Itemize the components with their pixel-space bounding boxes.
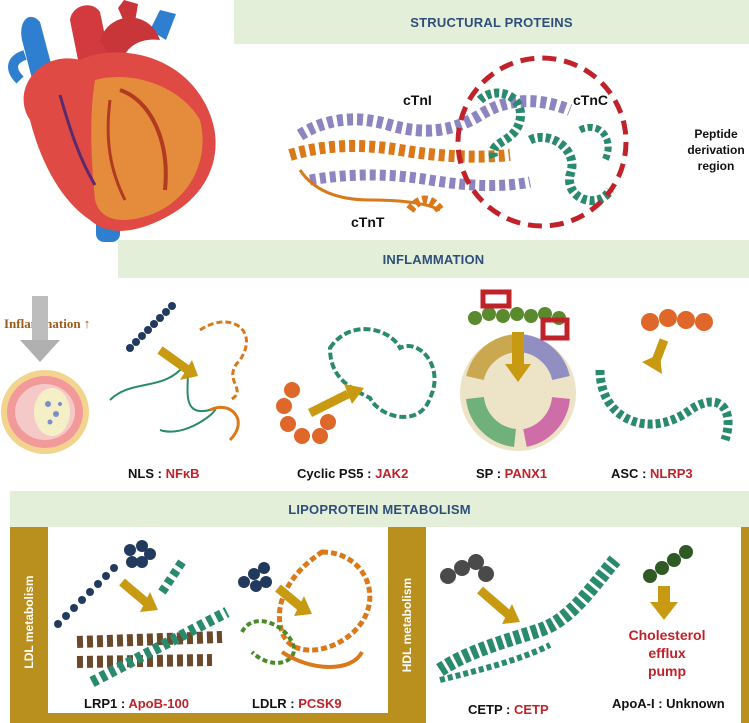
pcsk9-structure <box>238 549 373 669</box>
green-peptide-chain <box>468 307 566 325</box>
structural-proteins-banner: STRUCTURAL PROTEINS <box>234 0 749 44</box>
orange-peptide-ring <box>276 382 336 444</box>
navy-peptide-chain <box>54 564 118 628</box>
gold-arrow-icon <box>275 584 312 616</box>
pcsk9-target: PCSK9 <box>298 696 342 711</box>
cyclicps5-jak2-label: Cyclic PS5 : JAK2 <box>297 466 409 481</box>
dark-green-peptide-chain <box>643 545 693 583</box>
panx1-target: PANX1 <box>504 466 548 481</box>
peptide-region-label: Peptide derivation region <box>686 126 746 174</box>
ldlr-pcsk9-label: LDLR : PCSK9 <box>252 696 342 711</box>
ctni-label: cTnI <box>403 92 432 108</box>
nlrp3-target: NLRP3 <box>650 466 693 481</box>
troponin-complex-structure <box>288 55 629 229</box>
gold-arrow-icon <box>477 586 520 624</box>
ctnc-label: cTnC <box>573 92 608 108</box>
peptide-region-line-1: Peptide <box>694 127 738 141</box>
nfkb-structure <box>109 302 248 442</box>
cetp-peptide: CETP <box>468 702 503 717</box>
orange-peptide-chain <box>641 309 713 331</box>
cetp-target: CETP <box>514 702 549 717</box>
cetp-cetp-label: CETP : CETP <box>468 702 549 717</box>
heart-illustration <box>8 0 216 242</box>
efflux-line-3: pump <box>647 663 687 679</box>
peptide-region-line-2: derivation <box>687 143 745 157</box>
unknown-target: Unknown <box>666 696 725 711</box>
hdl-metabolism-bar: HDL metabolism <box>388 527 426 723</box>
sp-panx1-label: SP : PANX1 <box>476 466 548 481</box>
apoa1-peptide: ApoA-I <box>612 696 655 711</box>
nls-peptide: NLS <box>128 466 154 481</box>
gold-arrow-icon <box>157 346 198 380</box>
gold-arrow-icon <box>650 586 678 620</box>
navy-peptide-chain <box>126 302 176 352</box>
nlrp3-structure <box>595 309 733 442</box>
jak2-target: JAK2 <box>375 466 409 481</box>
nls-nfkb-label: NLS : NFκB <box>128 466 200 481</box>
gold-arrow-icon <box>642 338 669 374</box>
gold-arrow-icon <box>505 332 531 382</box>
cyclicps5-peptide: Cyclic PS5 <box>297 466 364 481</box>
hdl-metabolism-label: HDL metabolism <box>400 577 414 673</box>
apoa1-peptide-icon <box>643 545 693 620</box>
peptide-region-line-3: region <box>697 159 735 173</box>
inflammation-title: INFLAMMATION <box>382 251 485 267</box>
lrp1-apob100-label: LRP1 : ApoB-100 <box>84 696 189 711</box>
artery-cross-section-icon <box>1 370 89 454</box>
jak2-structure <box>276 327 437 444</box>
cetp-structure <box>436 554 621 683</box>
lrp1-peptide: LRP1 <box>84 696 118 711</box>
nfkb-target: NFκB <box>165 466 200 481</box>
cholesterol-efflux-label: Cholesterol efflux pump <box>612 626 722 680</box>
lipoprotein-title: LIPOPROTEIN METABOLISM <box>288 501 471 517</box>
down-arrow-icon <box>20 296 60 362</box>
efflux-line-1: Cholesterol <box>628 627 706 643</box>
gold-arrow-icon <box>307 384 364 418</box>
asc-peptide: ASC <box>611 466 639 481</box>
ldl-metabolism-label: LDL metabolism <box>22 575 36 669</box>
panx1-structure <box>460 289 576 451</box>
ldl-bottom-bar <box>10 713 390 723</box>
sp-peptide: SP <box>476 466 494 481</box>
ldl-metabolism-bar: LDL metabolism <box>10 527 48 717</box>
apob100-target: ApoB-100 <box>128 696 189 711</box>
structural-proteins-title: STRUCTURAL PROTEINS <box>410 14 573 30</box>
apob100-structure <box>54 540 230 687</box>
gold-arrow-icon <box>119 578 158 612</box>
efflux-line-2: efflux <box>648 645 686 661</box>
gray-peptide-cluster <box>440 554 494 584</box>
right-edge-bar <box>741 527 749 723</box>
lipoprotein-banner: LIPOPROTEIN METABOLISM <box>10 491 749 527</box>
navy-peptide-cluster <box>124 540 156 568</box>
inflammation-banner: INFLAMMATION <box>118 240 749 278</box>
asc-nlrp3-label: ASC : NLRP3 <box>611 466 693 481</box>
navy-peptide-cluster <box>238 562 272 592</box>
apoa1-unknown-label: ApoA-I : Unknown <box>612 696 725 711</box>
ldlr-peptide: LDLR <box>252 696 287 711</box>
ctnt-label: cTnT <box>351 214 385 230</box>
